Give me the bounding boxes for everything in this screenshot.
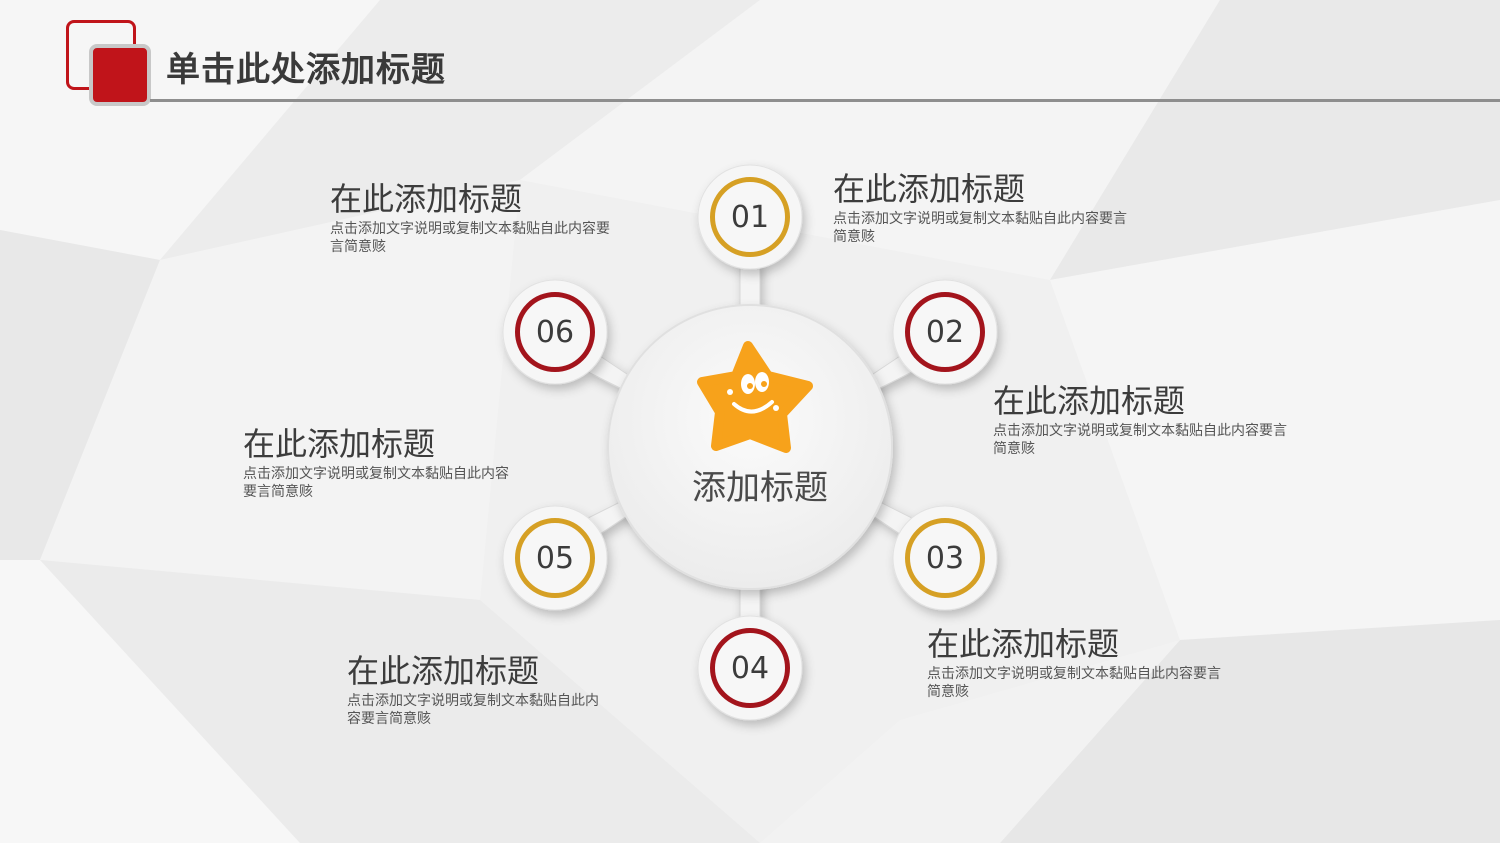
label-heading[interactable]: 在此添加标题 xyxy=(833,170,1026,208)
center-title[interactable]: 添加标题 xyxy=(692,468,828,508)
smiling-star-icon xyxy=(697,341,813,453)
badge-04[interactable]: 04 xyxy=(710,628,790,708)
center-hub xyxy=(607,304,893,590)
header-logo xyxy=(66,20,156,110)
badge-03[interactable]: 03 xyxy=(905,518,985,598)
label-description[interactable]: 点击添加文字说明或复制文本黏贴自此内容要言简意赅 xyxy=(347,693,599,727)
label-01: 在此添加标题 点击添加文字说明或复制文本黏贴自此内容要言简意赅 xyxy=(833,170,1127,246)
label-03: 在此添加标题 点击添加文字说明或复制文本黏贴自此内容要言简意赅 xyxy=(927,625,1221,701)
badge-05[interactable]: 05 xyxy=(515,518,595,598)
label-description[interactable]: 点击添加文字说明或复制文本黏贴自此内容要言简意赅 xyxy=(243,466,509,500)
label-heading[interactable]: 在此添加标题 xyxy=(330,180,523,218)
badge-02[interactable]: 02 xyxy=(905,292,985,372)
label-05: 在此添加标题 点击添加文字说明或复制文本黏贴自此内容要言简意赅 xyxy=(243,425,509,501)
badge-06[interactable]: 06 xyxy=(515,292,595,372)
label-heading[interactable]: 在此添加标题 xyxy=(927,625,1120,663)
page-title[interactable]: 单击此处添加标题 xyxy=(166,50,446,90)
badge-01[interactable]: 01 xyxy=(710,177,790,257)
label-heading[interactable]: 在此添加标题 xyxy=(347,652,540,690)
label-description[interactable]: 点击添加文字说明或复制文本黏贴自此内容要言简意赅 xyxy=(833,211,1127,245)
label-02: 在此添加标题 点击添加文字说明或复制文本黏贴自此内容要言简意赅 xyxy=(993,382,1287,458)
logo-filled-square xyxy=(89,44,151,106)
label-description[interactable]: 点击添加文字说明或复制文本黏贴自此内容要言简意赅 xyxy=(330,221,610,255)
label-heading[interactable]: 在此添加标题 xyxy=(243,425,436,463)
label-heading[interactable]: 在此添加标题 xyxy=(993,382,1186,420)
label-06: 在此添加标题 点击添加文字说明或复制文本黏贴自此内容要言简意赅 xyxy=(330,180,610,256)
header-divider xyxy=(150,99,1500,102)
label-description[interactable]: 点击添加文字说明或复制文本黏贴自此内容要言简意赅 xyxy=(927,666,1221,700)
label-description[interactable]: 点击添加文字说明或复制文本黏贴自此内容要言简意赅 xyxy=(993,423,1287,457)
label-04: 在此添加标题 点击添加文字说明或复制文本黏贴自此内容要言简意赅 xyxy=(347,652,599,728)
